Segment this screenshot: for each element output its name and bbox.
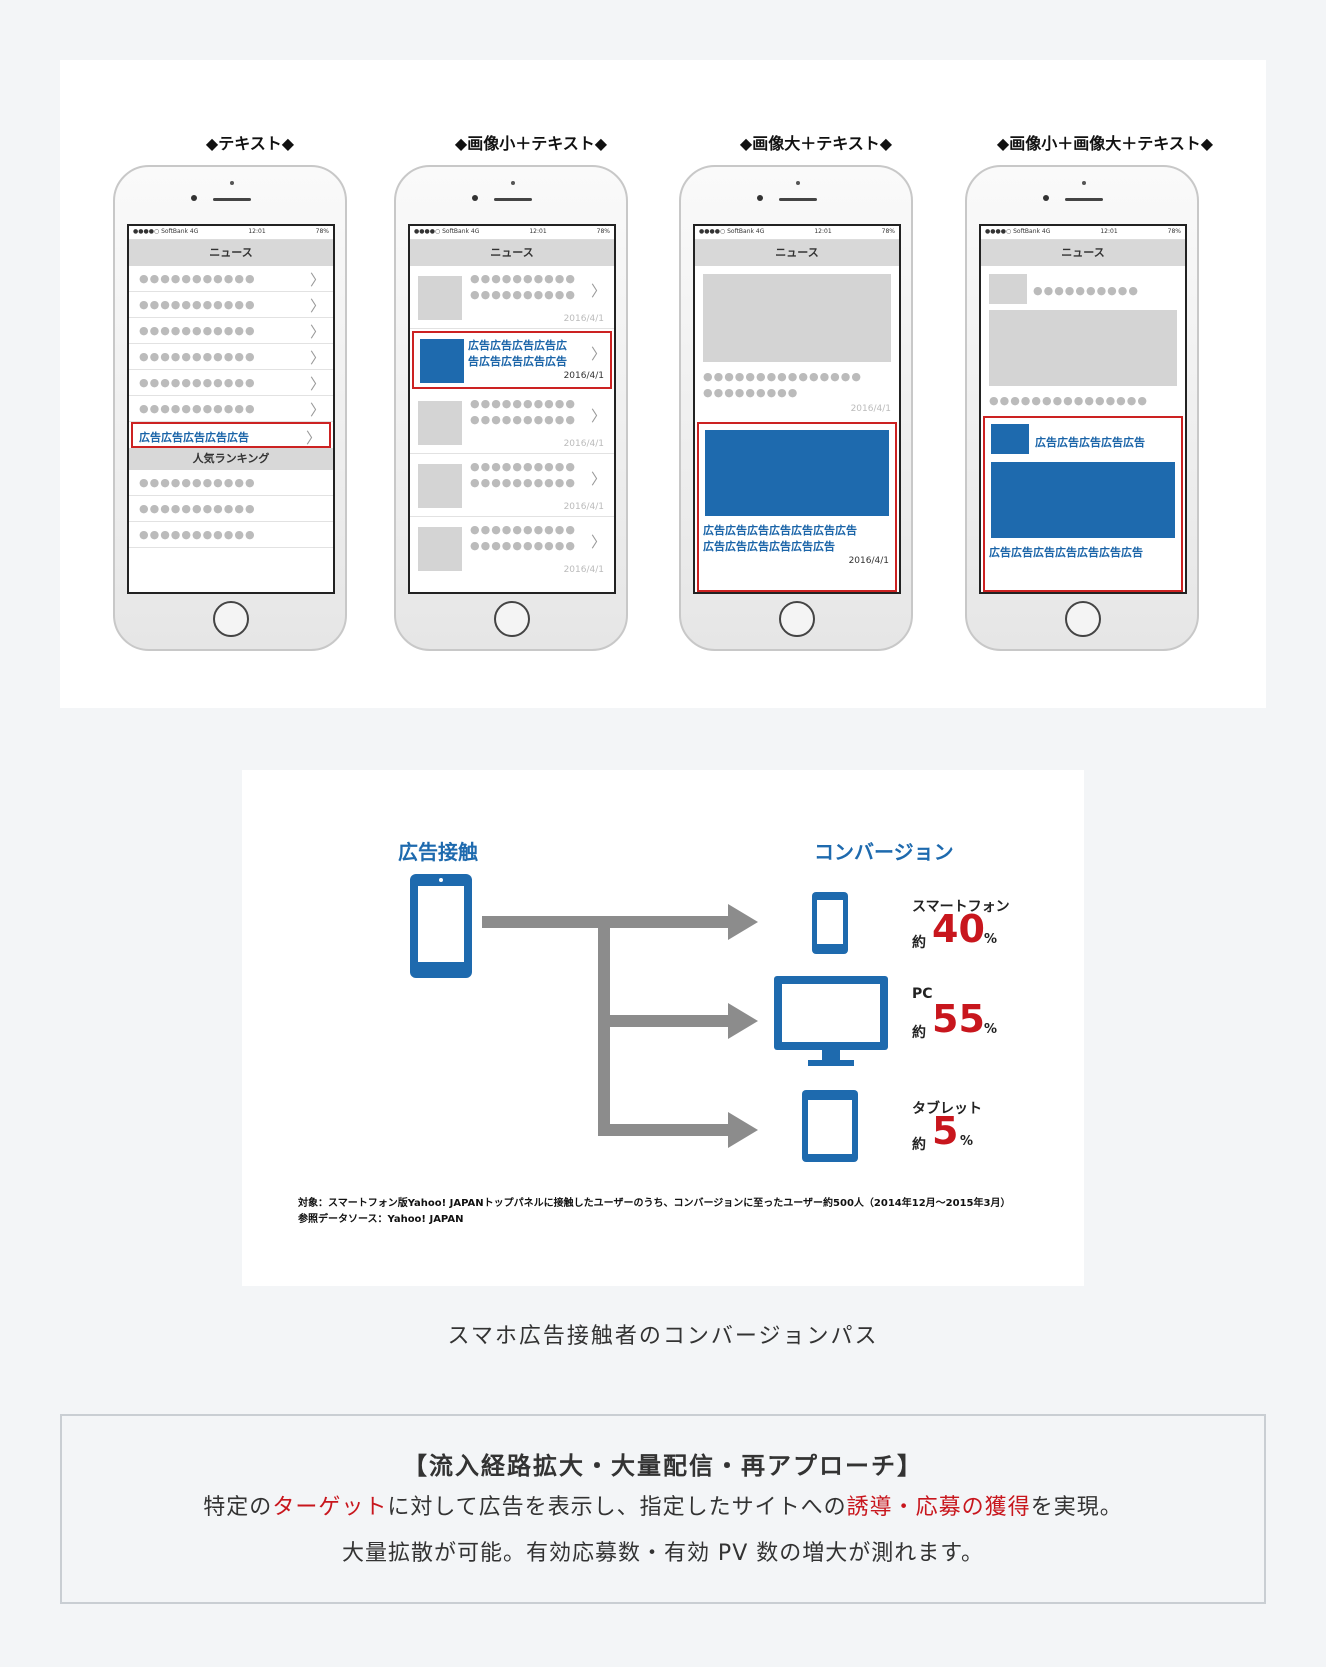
summary-line-2: 大量拡散が可能。有効応募数・有効 PV 数の増大が測れます。 xyxy=(341,1541,985,1566)
target-note: 対象：スマートフォン版Yahoo! JAPANトップパネルに接触したユーザーのう… xyxy=(298,1198,1011,1209)
home-button-icon xyxy=(494,601,530,637)
nav-title: ニュース xyxy=(129,240,333,266)
ad-contact-title: 広告接触 xyxy=(398,840,478,864)
conversion-path-diagram: 広告接触 コンバージョン xyxy=(242,770,1084,1286)
smartphone-label: スマートフォン xyxy=(912,899,1010,915)
pc-percent: 55 xyxy=(932,997,985,1041)
ad-block xyxy=(697,422,897,592)
home-button-icon xyxy=(779,601,815,637)
ad-block xyxy=(983,416,1183,592)
conversion-title: コンバージョン xyxy=(814,840,954,864)
smartphone-percent: 40 xyxy=(932,907,985,951)
ad-row xyxy=(412,331,612,389)
pc-monitor-icon xyxy=(774,976,888,1066)
tablet-percent: 5 xyxy=(932,1109,959,1153)
phone-title-text: ◆テキスト◆ xyxy=(205,134,295,153)
phone-title-large-image: ◆画像大＋テキスト◆ xyxy=(739,134,893,153)
tablet-icon xyxy=(802,1090,858,1162)
phone-title-combined: ◆画像小＋画像大＋テキスト◆ xyxy=(996,134,1214,153)
source-note: 参照データソース：Yahoo! JAPAN xyxy=(298,1214,464,1225)
summary-box: 【流入経路拡大・大量配信・再アプローチ】 特定のターゲットに対して広告を表示し、… xyxy=(60,1414,1266,1604)
summary-title: 【流入経路拡大・大量配信・再アプローチ】 xyxy=(403,1452,923,1480)
flow-diagram-graphics xyxy=(410,874,888,1162)
target-smartphone-icon xyxy=(812,892,848,954)
pc-label: PC xyxy=(912,986,933,1002)
arrow-lines xyxy=(482,904,758,1148)
phone-title-small-image: ◆画像小＋テキスト◆ xyxy=(454,134,608,153)
ad-row: 広告広告広告広告広告〉 xyxy=(131,422,331,448)
home-button-icon xyxy=(213,601,249,637)
home-button-icon xyxy=(1065,601,1101,637)
tablet-label: タブレット xyxy=(912,1101,982,1117)
summary-line-1: 特定のターゲットに対して広告を表示し、指定したサイトへの誘導・応募の獲得を実現。 xyxy=(203,1495,1123,1520)
ranking-header: 人気ランキング xyxy=(129,448,333,470)
figure-caption: スマホ広告接触者のコンバージョンパス xyxy=(447,1324,879,1349)
